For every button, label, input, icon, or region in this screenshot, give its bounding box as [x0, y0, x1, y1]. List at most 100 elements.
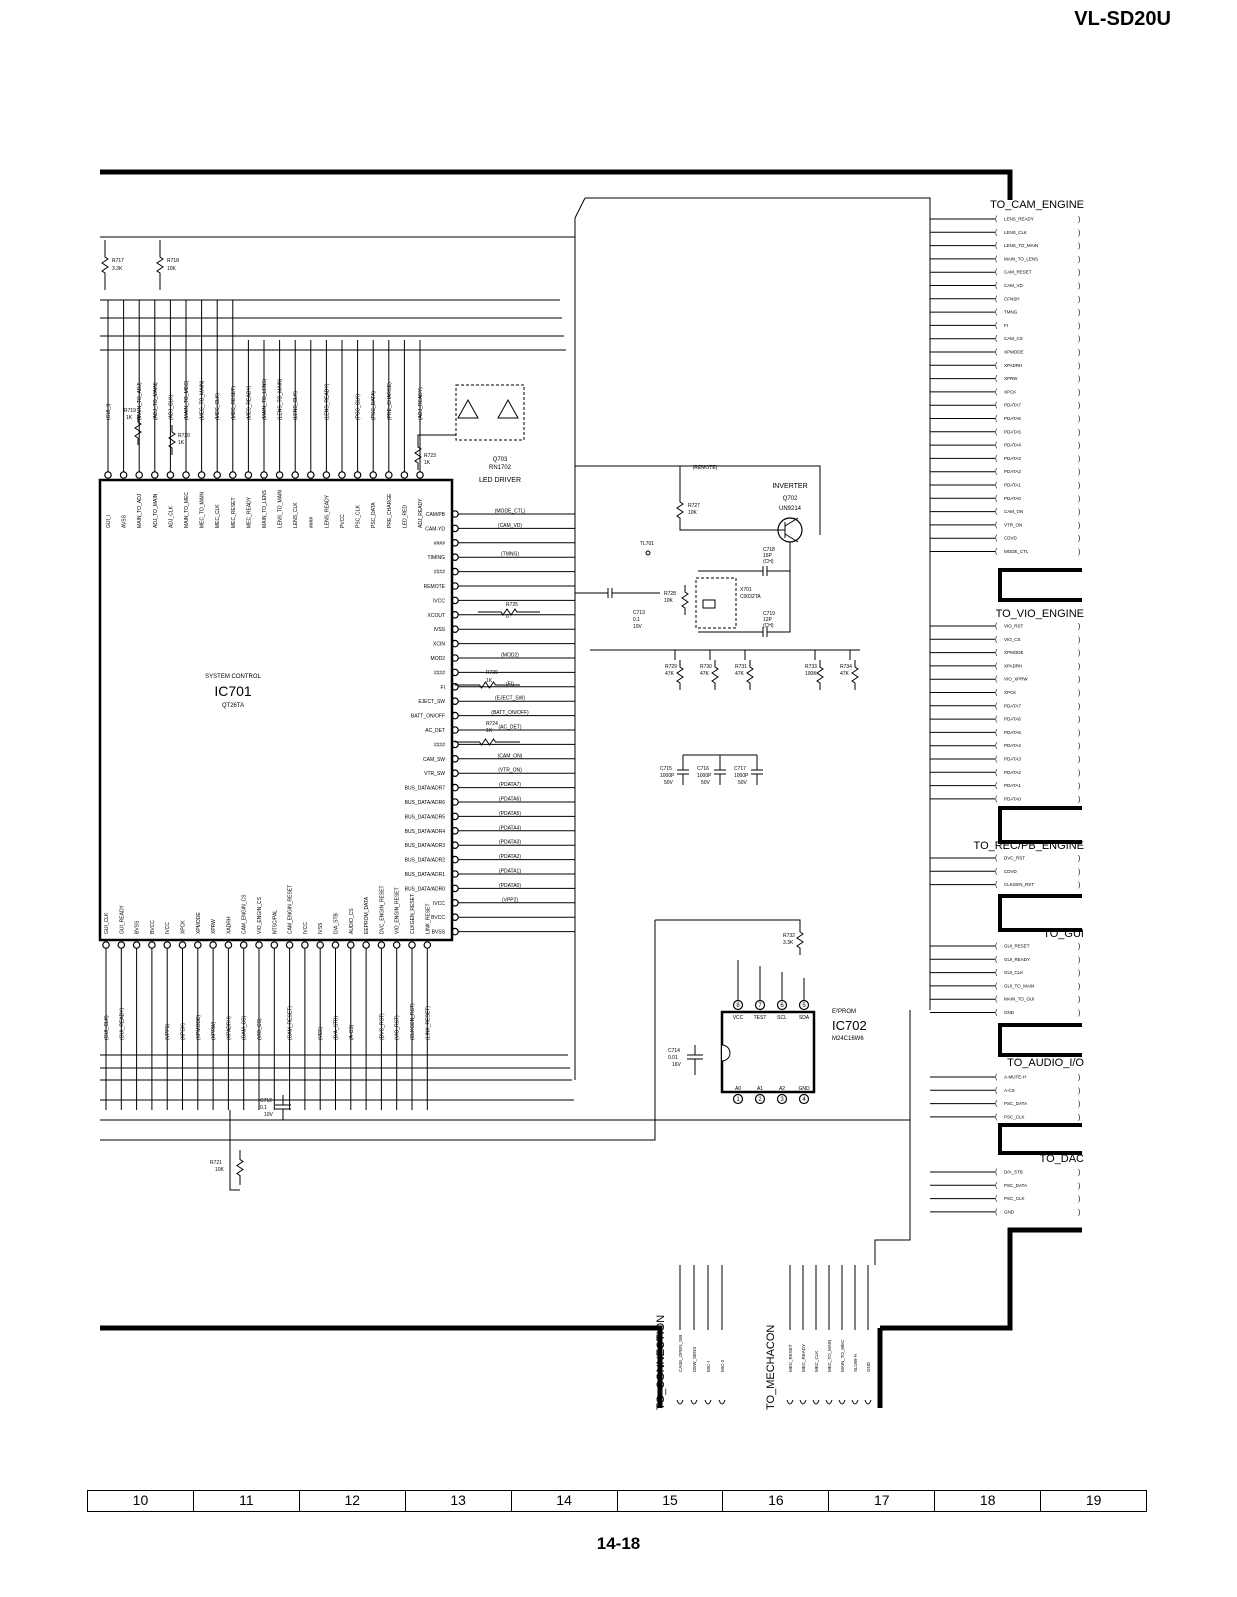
connector-cam_engine-paren-3: (: [995, 256, 998, 263]
ic701-top-pin-20: ADJ_READY: [418, 498, 424, 528]
ic701-bottom-pin-8: XADRH: [226, 916, 232, 934]
tl701-ref: TL701: [640, 541, 654, 547]
x701-part: C0032TA: [740, 594, 761, 600]
connector-cam_engine-close-20: ): [1078, 483, 1080, 490]
ic701-bottom-pin-6: XPMODE: [196, 912, 202, 934]
connector-mechacon-pin-1: [799, 1399, 807, 1405]
ic701-right-signal-22: (PDATA4): [499, 825, 521, 831]
connector-cam_engine-signal-4: CAM_RESET: [1004, 270, 1032, 275]
ic701-top-pin-2: MAIN_TO_ADJ: [137, 493, 143, 528]
connector-cam_engine-signal-2: LENS_TO_MAIN: [1004, 243, 1038, 248]
connector-audio-signal-2: PSC_DATA: [1004, 1101, 1027, 1106]
ic701-top-pin-14: LENS_READY: [324, 494, 330, 528]
ic702-top-pin-node-2: [776, 999, 788, 1011]
grid-column-10: 10: [88, 1491, 194, 1511]
connector-audio-close-3: ): [1078, 1114, 1080, 1121]
vcc-bus: [100, 920, 656, 1141]
ic701-bottom-pin-node-20: [408, 941, 416, 949]
connector-mechacon-signal-3: MEC_TO_MAIN: [827, 1340, 832, 1372]
connector-rec_pb-close-2: ): [1078, 882, 1080, 889]
connector-mechacon-pin-6: [864, 1399, 872, 1405]
connector-dac-signal-3: GND: [1004, 1209, 1015, 1214]
ic701-top-pin-18: PRE_CHARGE: [387, 493, 393, 528]
connector-cam_engine-paren-14: (: [995, 402, 998, 409]
c712-volt: 10V: [264, 1112, 274, 1118]
ic701-right-pin-24: BUS_DATA/ADR2: [405, 858, 446, 864]
r718-value: 10K: [167, 266, 177, 272]
ic701-top-signal-8: (MEC_RESET): [231, 386, 237, 420]
connector-vio_engine-signal-3: XPADRH: [1004, 663, 1022, 668]
ic701-top-pin-node-19: [400, 471, 409, 479]
connector-cam_engine-signal-9: CAM_CS: [1004, 336, 1023, 341]
connector-cam_engine-paren-10: (: [995, 349, 998, 356]
ic701-top-pin-node-0: [104, 471, 112, 479]
ic701-right-pin-26: BUS_DATA/ADR0: [405, 886, 446, 892]
ic701-right-pin-27: IVCC: [433, 901, 445, 907]
connector-dac-close-3: ): [1078, 1209, 1080, 1216]
x701-crystal: [702, 599, 716, 609]
ic701-top-signal-12: (LENS_CLK): [293, 391, 299, 420]
connector-audio-close-1: ): [1078, 1088, 1080, 1095]
r727-value: 10K: [688, 510, 698, 516]
r732-value: 3.3K: [783, 940, 794, 946]
connector-cam_engine-paren-25: (: [995, 549, 998, 556]
r733-value: 100K: [805, 671, 817, 677]
connector-vio_engine-close-12: ): [1078, 783, 1080, 790]
ic701-right-pin-13: EJECT_SW: [418, 699, 445, 705]
ic701-bottom-pin-9: CAM_ENGIN_CS: [242, 894, 248, 934]
ic701-right-signal-19: (PDATA7): [499, 782, 521, 788]
ic701-bottom-pin-16: AUDIO_CS: [349, 908, 355, 934]
c716-volt: 50V: [701, 780, 711, 786]
ic701-top-pin-node-1: [119, 471, 128, 479]
ic701-bottom-pin-5: XPCK: [181, 920, 187, 934]
connector-connection-title: TO_CONNECTION: [655, 1315, 667, 1410]
r734-value: 47K: [840, 671, 850, 677]
ic701-top-signal-11: (LENS_TO_MAIN): [278, 378, 284, 420]
ic701-top-pin-node-11: [275, 471, 284, 479]
connector-gui-paren-5: (: [995, 1010, 998, 1017]
ic701-bottom-pin-10: VIO_ENGIN_CS: [257, 896, 263, 934]
ic701-right-signal-14: (BATT_ON/OFF): [491, 710, 529, 716]
connector-cam_engine-close-13: ): [1078, 389, 1080, 396]
connector-cam_engine-close-17: ): [1078, 443, 1080, 450]
ic702-bottom-num-2: 3: [780, 1097, 784, 1103]
ic701-top-pin-1: AVSS: [122, 514, 128, 528]
ic701-top-pin-node-17: [369, 471, 378, 479]
connector-gui-signal-5: GND: [1004, 1010, 1015, 1015]
r729-ref: R729: [665, 664, 677, 670]
q703-buffer-2: [497, 398, 519, 419]
r719-value: 1K: [126, 415, 133, 421]
connector-cam_engine-paren-17: (: [995, 442, 998, 449]
q702-ref: Q702: [783, 496, 798, 502]
r724-symbol: [455, 738, 520, 746]
connector-cam_engine-paren-11: (: [995, 362, 998, 369]
connector-vio_engine-close-10: ): [1078, 757, 1080, 764]
r721-symbol: [236, 1150, 244, 1185]
connector-cam_engine-close-2: ): [1078, 243, 1080, 250]
ic702-bottom-pin-1: A1: [757, 1086, 763, 1092]
ic702-top-pin-3: SDA: [799, 1015, 810, 1021]
connector-mechacon-pin-2: [812, 1399, 820, 1405]
ic701-right-pin-1: CAM-YD: [425, 526, 445, 532]
connector-audio-paren-0: (: [995, 1074, 998, 1081]
c713-volt: 10V: [633, 624, 643, 630]
ic701-top-signal-7: (MEC_CLK): [215, 393, 221, 420]
r720-value: 1K: [178, 440, 185, 446]
q703-part: RN1702: [489, 465, 512, 471]
connector-vio_engine-signal-4: VIO_XPRW: [1004, 677, 1028, 682]
c714-ref: C714: [668, 1048, 680, 1054]
ic701-bottom-pin-node-3: [148, 941, 156, 949]
ic702-bottom-num-3: 4: [802, 1097, 806, 1103]
connector-gui-close-3: ): [1078, 983, 1080, 990]
grid-column-13: 13: [406, 1491, 512, 1511]
ic702-top-num-1: 7: [758, 1003, 762, 1009]
ic701-top-pin-node-8: [229, 471, 237, 479]
connector-gui-paren-1: (: [995, 956, 998, 963]
ic701-top-signal-5: (MAIN_TO_MEC): [184, 380, 190, 420]
connector-dac-paren-2: (: [995, 1196, 998, 1203]
ic701-bottom-signal-19: (VIO_RST): [395, 1015, 401, 1040]
connector-dac-paren-1: (: [995, 1182, 998, 1189]
c717-value: 1000P: [734, 773, 749, 779]
ic701-bottom-pin-node-1: [117, 941, 126, 949]
connector-audio-signal-0: A-MUTE-H: [1004, 1075, 1026, 1080]
